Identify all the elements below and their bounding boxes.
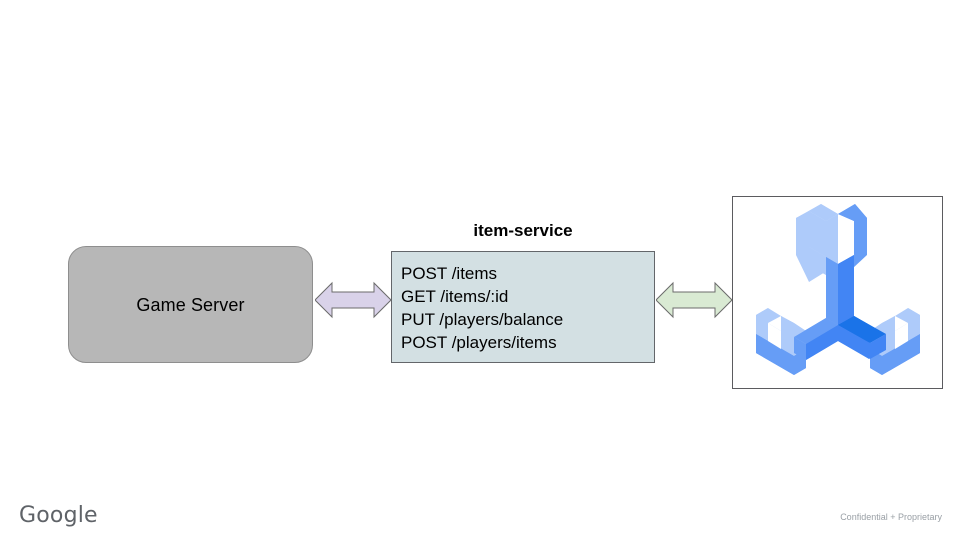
- google-logo: Google: [19, 503, 98, 528]
- game-server-label: Game Server: [136, 294, 245, 315]
- double-headed-arrow-icon: [656, 281, 732, 319]
- endpoint-row: GET /items/:id: [401, 287, 509, 306]
- double-headed-arrow-icon: [315, 281, 391, 319]
- item-service-title: item-service: [473, 221, 573, 240]
- confidential-notice: Confidential + Proprietary: [840, 512, 942, 522]
- cloud-spanner-icon: [755, 203, 920, 375]
- node-item-service[interactable]: POST /items GET /items/:id PUT /players/…: [391, 251, 655, 363]
- node-spanner[interactable]: [732, 196, 943, 389]
- endpoint-row: PUT /players/balance: [401, 310, 564, 329]
- node-game-server[interactable]: Game Server: [68, 246, 313, 363]
- endpoint-row: POST /players/items: [401, 333, 557, 352]
- endpoint-row: POST /items: [401, 264, 498, 283]
- connector-game-server-to-item-service[interactable]: [315, 281, 391, 319]
- connector-item-service-to-spanner[interactable]: [656, 281, 732, 319]
